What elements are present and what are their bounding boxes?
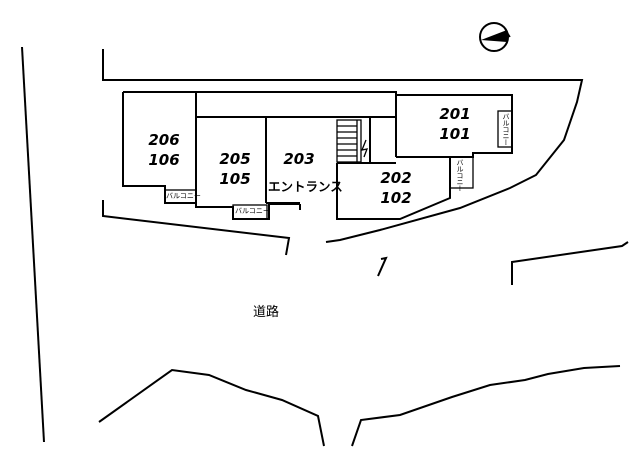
north-arrow-icon [479,22,511,52]
building-outline [122,91,513,220]
unit-105: 105 [219,170,251,188]
unit-206: 206 [148,131,180,149]
unit-label-205-105: 205 105 [205,152,265,192]
site-boundary [102,49,584,243]
unit-205: 205 [219,150,251,168]
road-label: 道路 [253,305,280,320]
entrance-label: エントランス [268,179,343,194]
unit-102: 102 [380,189,412,207]
balcony-label-102: バルコニー [456,159,464,192]
balcony-label-105: バルコニー [235,207,270,215]
lower-block-right [351,365,621,447]
balcony-boxes [164,110,513,220]
site-edge-left [102,200,291,256]
unit-201: 201 [439,105,471,123]
unit-label-202-102: 202 102 [366,171,426,211]
unit-label-203: 203 [269,152,329,172]
unit-101: 101 [439,125,471,143]
stairs-icon [336,119,369,163]
unit-label-206-106: 206 106 [134,133,194,173]
left-boundary [21,46,45,443]
unit-203: 203 [283,150,315,168]
balcony-label-101: バルコニー [502,113,510,146]
road-edge-right [377,256,388,277]
lower-block-left [98,368,325,447]
unit-walls [195,92,450,219]
unit-202: 202 [380,169,412,187]
road-edge-far-right [511,241,629,285]
unit-label-201-101: 201 101 [425,107,485,147]
balcony-label-106: バルコニー [166,192,201,200]
unit-106: 106 [148,151,180,169]
